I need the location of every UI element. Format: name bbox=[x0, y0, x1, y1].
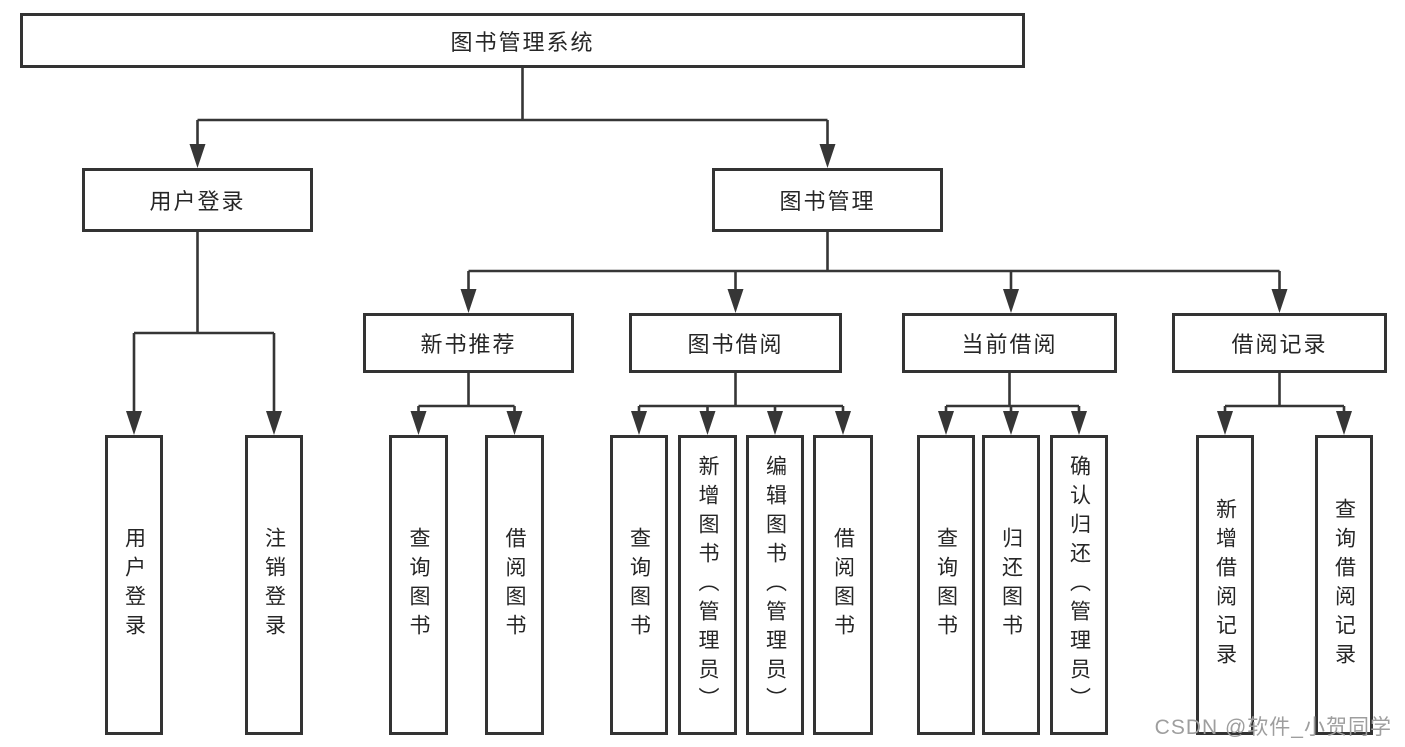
node-book-management: 图书管理 bbox=[712, 168, 943, 232]
leaf-cb-return-books: 归还图书 bbox=[982, 435, 1040, 735]
leaf-nbr-borrow-books: 借阅图书 bbox=[485, 435, 544, 735]
node-root: 图书管理系统 bbox=[20, 13, 1025, 68]
leaf-br-add-record: 新增借阅记录 bbox=[1196, 435, 1254, 735]
leaf-nbr-query-books: 查询图书 bbox=[389, 435, 448, 735]
leaf-user-login: 用户登录 bbox=[105, 435, 163, 735]
connector-arrowheads bbox=[126, 144, 1352, 435]
leaf-bb-borrow-books: 借阅图书 bbox=[813, 435, 873, 735]
leaf-br-query-record: 查询借阅记录 bbox=[1315, 435, 1373, 735]
leaf-logout: 注销登录 bbox=[245, 435, 303, 735]
leaf-cb-query-books: 查询图书 bbox=[917, 435, 975, 735]
csdn-watermark: CSDN @软件_小贺同学 bbox=[1154, 716, 1392, 739]
leaf-bb-edit-books-admin: 编辑图书（管理员） bbox=[746, 435, 804, 735]
leaf-cb-confirm-return-admin: 确认归还（管理员） bbox=[1050, 435, 1108, 735]
node-book-borrow: 图书借阅 bbox=[629, 313, 842, 373]
node-user-login: 用户登录 bbox=[82, 168, 313, 232]
leaf-bb-query-books: 查询图书 bbox=[610, 435, 668, 735]
node-new-book-recommend: 新书推荐 bbox=[363, 313, 574, 373]
node-current-borrow: 当前借阅 bbox=[902, 313, 1117, 373]
node-borrow-records: 借阅记录 bbox=[1172, 313, 1387, 373]
connector-lines bbox=[132, 68, 1346, 413]
leaf-bb-add-books-admin: 新增图书（管理员） bbox=[678, 435, 737, 735]
